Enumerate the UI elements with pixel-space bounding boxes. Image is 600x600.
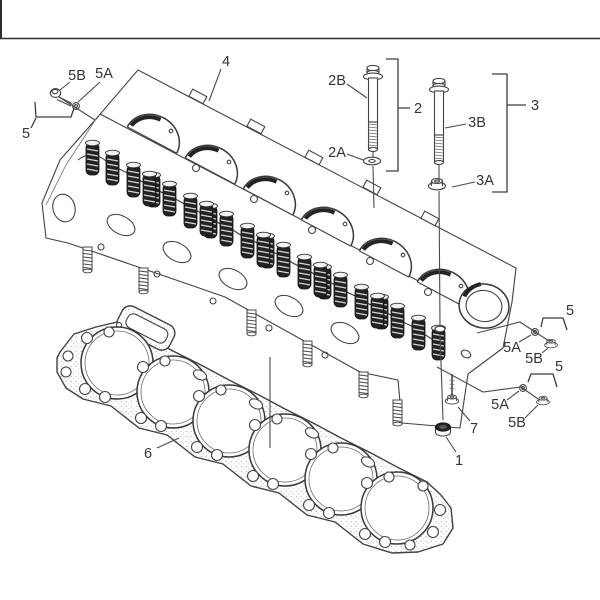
bracket-group-5-lower-right <box>527 373 558 388</box>
page-rules <box>0 0 600 40</box>
leader-3b <box>444 123 467 129</box>
bracket-group-3 <box>492 73 526 193</box>
nut-3a <box>427 177 447 191</box>
callout-5b-left: 5B <box>68 68 86 84</box>
callout-5-left: 5 <box>22 126 30 142</box>
bracket-group-5-upper-right <box>540 317 568 331</box>
head-stud <box>138 267 149 295</box>
leader-5a-upper-right <box>518 334 532 343</box>
front-ports <box>97 213 360 359</box>
callout-5-upper-right: 5 <box>566 303 574 319</box>
callout-1: 1 <box>455 453 463 469</box>
callout-3: 3 <box>531 98 539 114</box>
callout-5a-left: 5A <box>95 66 113 82</box>
cup-plug-1 <box>434 422 452 437</box>
axis-line-bolt-5-left <box>58 96 96 121</box>
callout-4: 4 <box>222 54 230 70</box>
callout-2a: 2A <box>328 145 346 161</box>
leader-5-upper-right <box>476 321 550 342</box>
callout-3a: 3A <box>476 173 494 189</box>
head-stud <box>82 246 93 274</box>
leader-3a <box>451 181 476 188</box>
right-face-boss <box>460 349 472 359</box>
head-stud <box>302 340 313 368</box>
left-end-edges <box>45 118 97 206</box>
head-stud <box>358 371 369 399</box>
callout-7: 7 <box>470 421 478 437</box>
axis-line-bolt-2 <box>372 152 375 209</box>
axis-cup <box>434 325 446 333</box>
callout-3b: 3B <box>468 115 486 131</box>
leader-2b <box>346 83 368 99</box>
leader-4 <box>208 68 222 102</box>
head-stud <box>392 399 403 427</box>
deck-edge-tabs <box>188 88 440 227</box>
nut-5b-upper-right <box>544 338 558 349</box>
leader-5b-lower-right <box>524 404 539 419</box>
callout-5a-lower-right: 5A <box>491 397 509 413</box>
head-stud <box>246 309 257 337</box>
axis-line-bolt-3 <box>438 165 444 421</box>
head-bolt-2b <box>362 64 384 153</box>
callout-5b-lower-right: 5B <box>508 415 526 431</box>
leader-2a <box>346 153 364 161</box>
left-end-port <box>52 193 76 223</box>
callout-5b-upper-right: 5B <box>525 351 543 367</box>
washer-2a <box>362 156 382 166</box>
leader-5-lower-right <box>436 366 539 400</box>
leader-5a-left <box>77 81 101 103</box>
bracket-group-5-left <box>30 101 75 129</box>
leader-5b-upper-right <box>541 347 549 354</box>
gasket-bolt-holes <box>60 326 447 551</box>
stud-7 <box>449 374 455 395</box>
head-bolt-3b <box>428 77 450 166</box>
callout-5-lower-right: 5 <box>555 359 563 375</box>
leader-1 <box>445 436 457 453</box>
head-gasket-drawing <box>56 305 454 554</box>
leader-6 <box>156 437 180 449</box>
leader-7 <box>457 406 471 422</box>
right-end-opening <box>458 282 510 329</box>
nut-5b-lower-right <box>536 395 550 406</box>
callout-2b: 2B <box>328 73 346 89</box>
callout-labels: 4 2B 2 2A 3B 3 3A 5B 5A 5 5 5A 5B 5 5A 5… <box>22 54 574 469</box>
fasteners <box>49 64 558 437</box>
leader-5b-left <box>59 81 71 91</box>
head-bolt-bosses <box>168 128 464 297</box>
callout-6: 6 <box>144 446 152 462</box>
gasket-bores <box>80 326 434 545</box>
callout-2: 2 <box>414 101 422 117</box>
leader-5a-lower-right <box>506 390 520 401</box>
leader-lines <box>30 58 568 453</box>
callout-5a-upper-right: 5A <box>503 340 521 356</box>
cylinder-head-drawing <box>41 69 517 429</box>
bracket-group-2 <box>386 58 410 172</box>
